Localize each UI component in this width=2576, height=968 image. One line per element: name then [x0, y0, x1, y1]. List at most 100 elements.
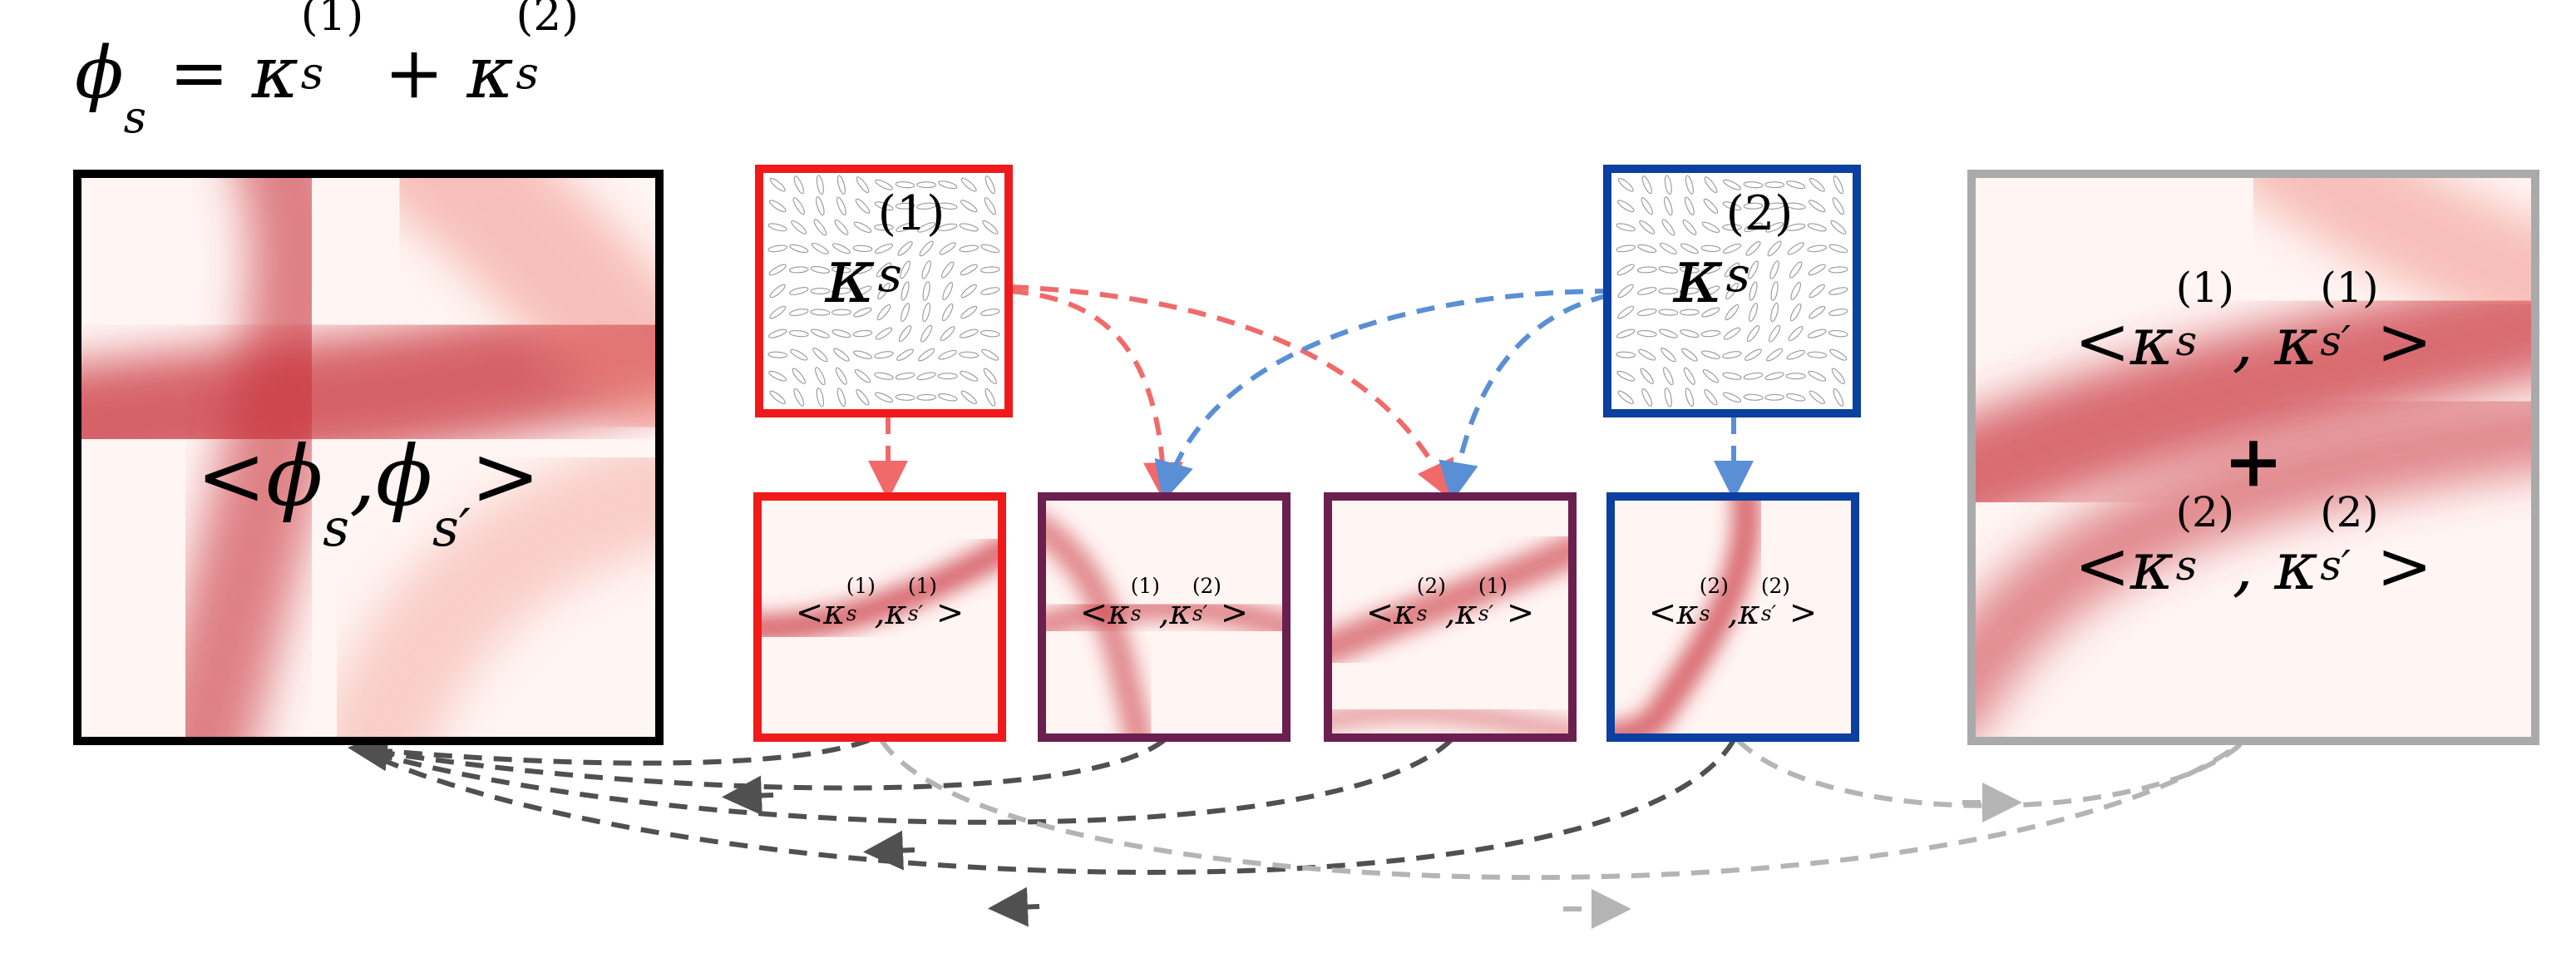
field-glyph [1704, 389, 1718, 406]
sum-panel-bottom-label: <κ(2)s(2), κ(2)s′(2)> [1976, 488, 2531, 605]
field-glyph [1637, 287, 1657, 295]
field-glyph [937, 223, 958, 231]
arrow-k12-to-phi [357, 738, 1166, 791]
sum-panel-plus: + [2223, 419, 2284, 503]
field-glyph [921, 260, 931, 279]
field-glyph [1789, 261, 1803, 279]
field-glyph [1786, 393, 1806, 402]
field-glyph [980, 287, 1000, 295]
phi-label-phi2: ϕ [375, 427, 433, 525]
field-glyph [874, 372, 894, 380]
field-glyph [1809, 177, 1825, 192]
sum-top-scripts-b: (1)s′(1) [2318, 264, 2378, 380]
field-glyph [788, 266, 809, 274]
formula-kappa1: κ [251, 32, 299, 115]
field-glyph [1809, 284, 1825, 299]
field-glyph [767, 351, 788, 358]
field-glyph [834, 219, 849, 235]
field-glyph [1682, 219, 1697, 235]
field-glyph [1789, 303, 1802, 322]
field-glyph [831, 266, 851, 274]
formula-phi: ϕ [75, 32, 124, 115]
cov-k2-k1-gt: > [1506, 594, 1535, 632]
field-glyph [1680, 243, 1699, 254]
field-glyph [922, 302, 931, 323]
field-glyph [835, 367, 847, 385]
field-glyph [1700, 329, 1721, 338]
field-glyph [1765, 222, 1784, 233]
field-glyph [985, 175, 995, 195]
sum-bot-gt: > [2376, 527, 2433, 605]
cov-k1-k2-b: ,κ [1158, 594, 1192, 632]
field-glyph [1743, 372, 1764, 380]
field-glyph [980, 266, 1000, 274]
cov-k2-k1-sup-a: (2) [1416, 574, 1446, 599]
field-glyph [874, 392, 894, 403]
sum-bot-sup-b: (2) [2320, 487, 2379, 536]
field-glyph [874, 351, 894, 359]
field-glyph [877, 283, 891, 299]
field-glyph [959, 244, 980, 253]
field-glyph [1617, 284, 1634, 299]
arrowhead-dark-2 [722, 775, 774, 816]
cov-k1-k2-sup-a: (1) [1130, 574, 1160, 599]
field-glyph [1809, 200, 1826, 213]
field-glyph [897, 241, 913, 256]
field-glyph [1743, 181, 1764, 189]
arrow-k1-to-k12 [1009, 289, 1183, 502]
field-glyph [1828, 266, 1848, 274]
field-glyph [1641, 197, 1653, 215]
field-glyph [790, 348, 808, 361]
field-glyph [1808, 264, 1826, 276]
field-glyph [1641, 388, 1653, 407]
kappa2-field-sub: s [1725, 247, 1750, 303]
cov-k1-k1-scripts-a: (1)s(1) [846, 574, 876, 632]
field-glyph [1743, 393, 1764, 401]
field-glyph [1807, 351, 1828, 358]
field-glyph [1700, 350, 1720, 359]
field-glyph [810, 265, 831, 274]
field-glyph [1636, 266, 1657, 274]
heat-band [1332, 534, 1568, 665]
field-glyph [942, 282, 953, 300]
arrow-k22-to-sum [1735, 738, 2248, 808]
field-glyph [1809, 390, 1825, 405]
cov-k1-k1-label: <κ(1)s(1),κ(1)s′(1)> [762, 574, 998, 632]
vector-field-glyphs [1616, 175, 1848, 407]
field-glyph [1702, 369, 1720, 383]
cov-k2-k2-a: <κ [1648, 594, 1699, 632]
field-glyph [1701, 307, 1720, 318]
heatmap-background [762, 537, 998, 643]
arrowhead-dark-3 [863, 830, 915, 871]
heatmap-background [1046, 515, 1282, 733]
field-glyph [767, 244, 787, 253]
field-glyph [769, 305, 787, 319]
field-glyph [1746, 325, 1760, 343]
cov-k2-k1-sup-b: (1) [1478, 574, 1508, 599]
field-glyph [1701, 221, 1720, 233]
field-glyph [916, 372, 936, 381]
cov-k1-k1-scripts-b: (1)s′(1) [907, 574, 937, 632]
field-glyph [833, 348, 850, 362]
formula-kappa2-sub: s [516, 47, 539, 99]
field-glyph [980, 309, 1000, 316]
field-glyph [768, 264, 787, 276]
field-glyph [832, 243, 851, 254]
field-glyph [1616, 200, 1635, 213]
field-glyph [788, 329, 809, 338]
sum-top-sub-a: s [2175, 317, 2198, 366]
field-glyph [1616, 328, 1636, 338]
field-glyph [874, 201, 894, 211]
cov-k2-k2-sub-a: s [1699, 600, 1710, 625]
field-glyph [769, 390, 786, 404]
cov-k1-k2-sub-a: s [1130, 600, 1142, 625]
phi-label-comma: , [349, 427, 376, 525]
field-glyph [901, 303, 910, 322]
phi-label-gt: > [470, 427, 540, 525]
field-glyph [1640, 368, 1654, 384]
field-glyph [1769, 260, 1779, 279]
field-glyph [895, 181, 915, 189]
field-glyph [793, 388, 805, 407]
field-glyph [1722, 201, 1742, 211]
field-glyph [960, 370, 979, 382]
